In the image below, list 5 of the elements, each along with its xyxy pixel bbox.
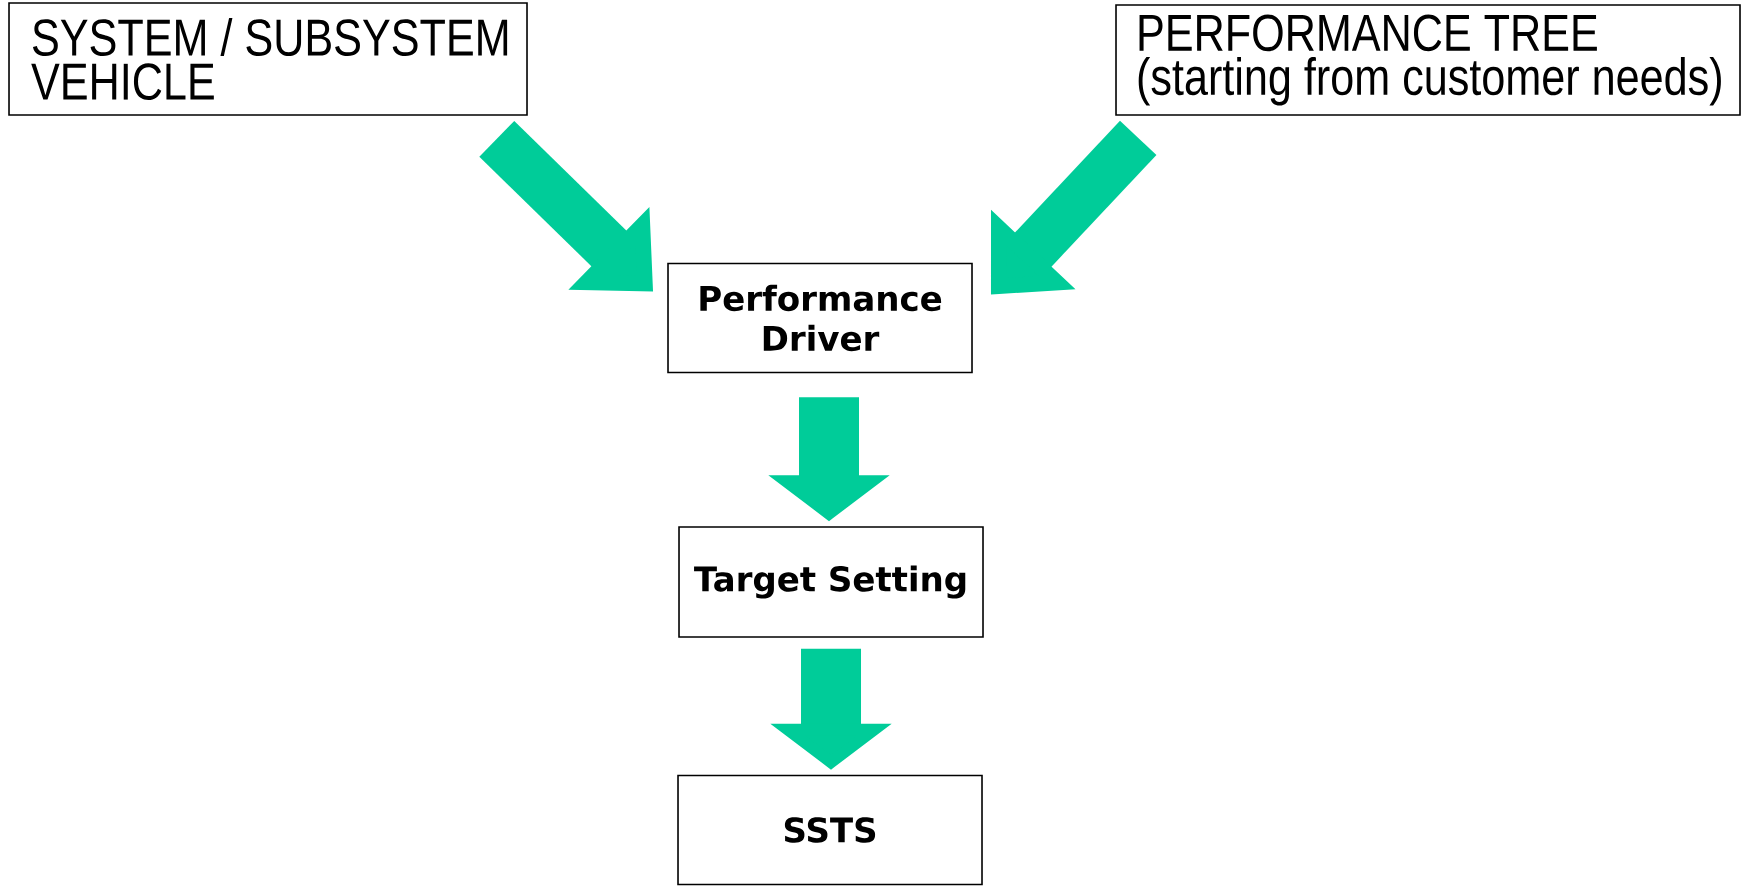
title-box: PERFORMANCE TREE (starting from customer needs) (1115, 4, 1741, 116)
process-box: Performance Driver (667, 262, 973, 374)
process-box: Target Setting (678, 526, 984, 638)
title-box: SYSTEM / SUBSYSTEM VEHICLE (8, 2, 528, 116)
process-box: SSTS (677, 774, 983, 886)
